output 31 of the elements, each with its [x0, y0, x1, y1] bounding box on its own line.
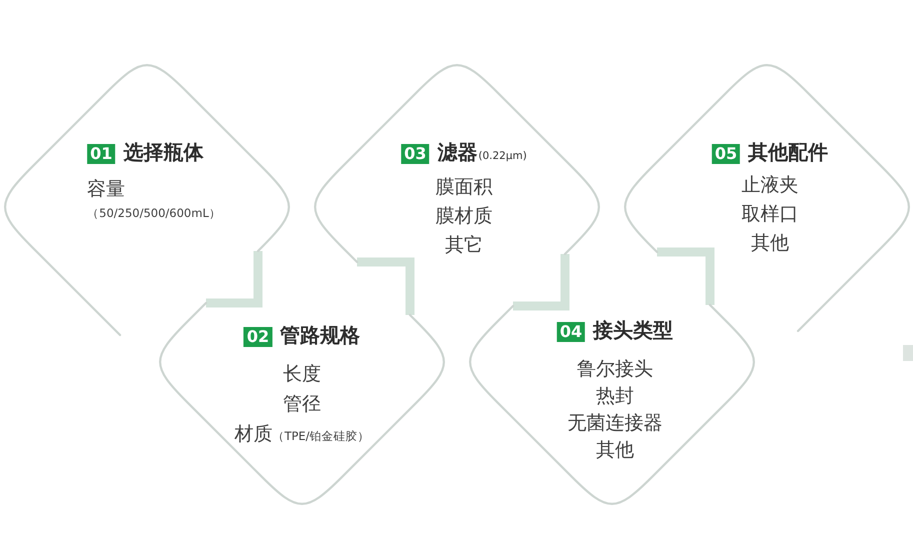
- step-title: 接头类型: [593, 319, 674, 341]
- step-number-badge: 03: [401, 144, 430, 164]
- option-text: 长度: [283, 362, 321, 387]
- option-text: 容量: [87, 177, 126, 201]
- option-text: 取样口: [742, 202, 798, 227]
- step-number-badge: 04: [556, 322, 586, 342]
- option-text: 热封: [596, 384, 634, 409]
- step-connector: [357, 258, 414, 315]
- option-text: 膜面积: [436, 175, 492, 200]
- step-number-badge: 05: [712, 144, 740, 164]
- step-connector: [513, 254, 570, 310]
- option-text: 鲁尔接头: [577, 357, 653, 382]
- spec-note: （TPE/铂金硅胶）: [272, 428, 370, 445]
- option-text: 管径: [283, 392, 321, 417]
- step-number-badge: 02: [244, 327, 272, 347]
- title-note: (0.22μm): [478, 149, 527, 163]
- option-text: 材质: [234, 422, 272, 447]
- option-text: 无菌连接器: [568, 411, 662, 436]
- step-connector: [206, 251, 262, 308]
- option-text: 膜材质: [436, 204, 492, 229]
- option-text: 止液夹: [742, 173, 798, 198]
- step-title: 管路规格: [280, 324, 360, 346]
- option-text: 其它: [445, 233, 483, 258]
- option-text: 其他: [751, 231, 789, 256]
- step-number-badge: 01: [87, 144, 116, 164]
- step-connector: [657, 248, 714, 305]
- step-title: 选择瓶体: [123, 141, 204, 163]
- option-text: 其他: [596, 438, 634, 463]
- step-title: 其他配件: [748, 141, 828, 163]
- step-title: 滤器: [437, 141, 478, 163]
- spec-note: （50/250/500/600mL）: [87, 205, 221, 222]
